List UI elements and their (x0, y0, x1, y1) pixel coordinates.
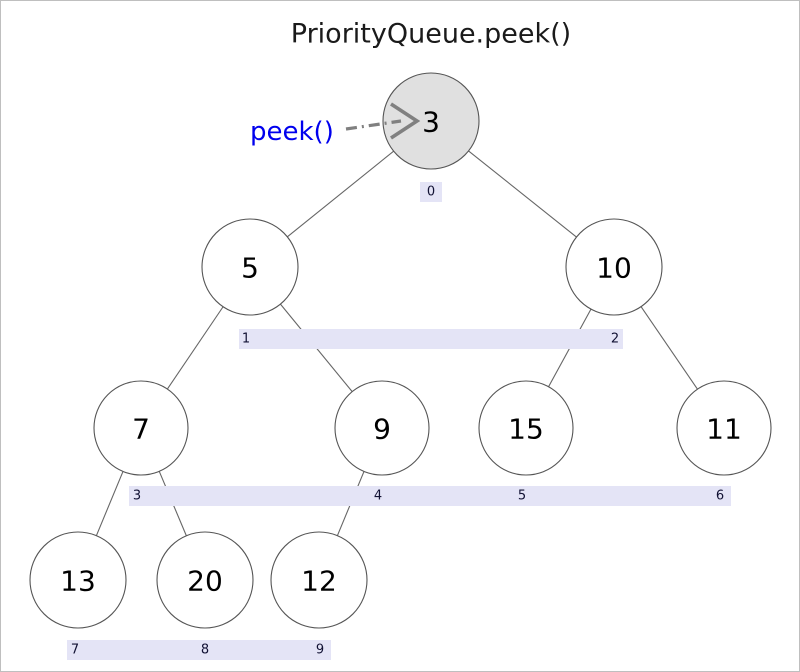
heap-node-value: 5 (241, 252, 259, 285)
heap-node-circle[interactable] (334, 380, 430, 476)
heap-node-value: 15 (508, 413, 544, 446)
heap-node-circle[interactable] (270, 531, 368, 629)
heap-node[interactable]: 7 (93, 380, 189, 476)
index-band (420, 182, 442, 202)
heap-node[interactable]: 11 (676, 380, 772, 476)
index-band (129, 486, 731, 506)
heap-node-value: 13 (60, 565, 96, 598)
tree-edge (95, 471, 124, 536)
peek-label: peek() (250, 117, 334, 147)
tree-edge (287, 150, 394, 238)
heap-node-value: 9 (373, 413, 391, 446)
heap-node-circle[interactable] (93, 380, 189, 476)
heap-node-value: 20 (187, 565, 223, 598)
heap-index-label: 3 (133, 489, 141, 504)
heap-node[interactable]: 13 (29, 531, 127, 629)
page-title: PriorityQueue.peek() (291, 19, 571, 50)
heap-node[interactable]: 20 (156, 531, 254, 629)
heap-node-value: 7 (132, 413, 150, 446)
index-band-group (67, 182, 731, 660)
heap-node-value: 11 (706, 413, 742, 446)
heap-node-circle[interactable] (156, 531, 254, 629)
heap-index-label: 1 (242, 332, 250, 347)
heap-node-circle[interactable] (29, 531, 127, 629)
heap-node[interactable]: 5 (201, 218, 299, 316)
heap-node[interactable]: 12 (270, 531, 368, 629)
tree-edge (640, 306, 698, 390)
heap-node[interactable]: 10 (565, 218, 663, 316)
peek-annotation: peek() (250, 102, 421, 147)
heap-node[interactable]: 15 (478, 380, 574, 476)
tree-edge (468, 150, 577, 238)
heap-node-value: 3 (422, 106, 440, 139)
heap-node-circle[interactable] (478, 380, 574, 476)
heap-node-value: 12 (301, 565, 337, 598)
heap-index-label: 8 (201, 643, 209, 658)
heap-index-label: 2 (611, 332, 619, 347)
heap-index-label: 9 (316, 643, 324, 658)
heap-node[interactable]: 3 (382, 72, 480, 170)
tree-edge (166, 306, 224, 390)
heap-node-circle[interactable] (565, 218, 663, 316)
heap-index-label: 4 (374, 489, 382, 504)
peek-arrow-head-icon (390, 102, 421, 140)
peek-arrow-line (345, 119, 402, 131)
heap-node[interactable]: 9 (334, 380, 430, 476)
heap-node-circle[interactable] (676, 380, 772, 476)
heap-node-value: 10 (596, 252, 632, 285)
heap-index-label: 5 (518, 489, 526, 504)
index-band (239, 329, 623, 349)
heap-index-label: 6 (716, 489, 724, 504)
index-band (67, 640, 331, 660)
heap-node-circle[interactable] (201, 218, 299, 316)
heap-index-label: 0 (427, 185, 435, 200)
heap-index-label: 7 (71, 643, 79, 658)
heap-node-circle-highlighted[interactable] (382, 72, 480, 170)
